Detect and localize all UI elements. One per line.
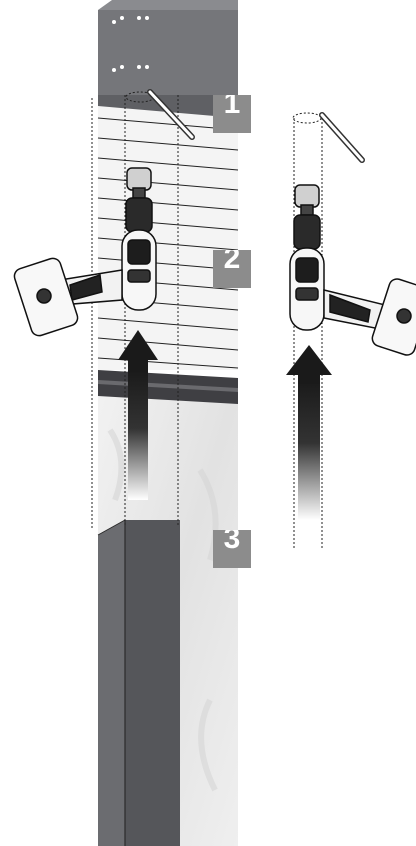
post: [98, 520, 180, 846]
step-number-2: 2: [224, 250, 241, 275]
siding-panel: [98, 95, 238, 370]
step-number-1: 1: [224, 95, 241, 120]
detail-screw-icon: [322, 115, 362, 160]
step-number-3: 3: [224, 530, 241, 555]
detail-up-arrow-icon: [286, 345, 332, 520]
step-badge-2: 2: [213, 250, 251, 288]
detail-drill-icon: [290, 185, 416, 357]
step-badge-3: 3: [213, 530, 251, 568]
step-badge-1: 1: [213, 95, 251, 133]
